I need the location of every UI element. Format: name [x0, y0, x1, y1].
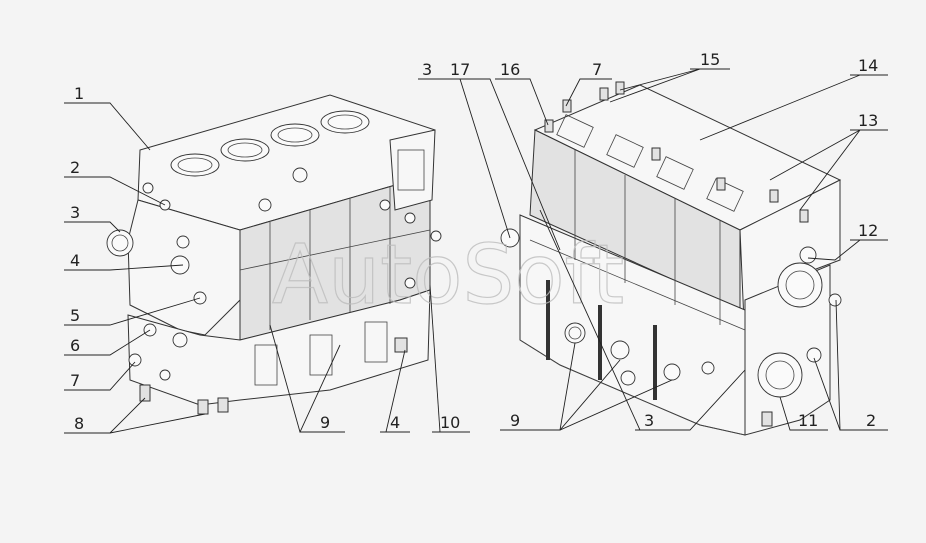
- callout-right-9: 9: [510, 411, 520, 430]
- callout-left-4: 4: [70, 251, 80, 270]
- right-leader-lines: [418, 68, 888, 431]
- callout-right-14: 14: [858, 56, 878, 75]
- callout-right-3b: 3: [644, 411, 654, 430]
- left-leader-lines: [64, 102, 470, 434]
- callout-left-3: 3: [70, 203, 80, 222]
- callout-right-15: 15: [700, 50, 720, 69]
- callout-numbers-left: 1 2 3 4 5 6 7 8 9 4 10: [70, 84, 460, 433]
- left-engine-block: [106, 94, 442, 415]
- callout-left-9: 9: [320, 413, 330, 432]
- right-engine-block: [500, 81, 842, 436]
- callout-right-11: 11: [798, 411, 818, 430]
- callout-left-7: 7: [70, 371, 80, 390]
- callout-left-8: 8: [74, 414, 84, 433]
- callout-left-5: 5: [70, 306, 80, 325]
- watermark-text: AutoSoft: [272, 228, 624, 323]
- callout-right-3: 3: [422, 60, 432, 79]
- callout-right-16: 16: [500, 60, 520, 79]
- callout-left-10: 10: [440, 413, 460, 432]
- callout-right-2: 2: [866, 411, 876, 430]
- callout-right-12: 12: [858, 221, 878, 240]
- callout-left-4b: 4: [390, 413, 400, 432]
- callout-right-7: 7: [592, 60, 602, 79]
- callout-right-13: 13: [858, 111, 878, 130]
- callout-left-2: 2: [70, 158, 80, 177]
- callout-left-6: 6: [70, 336, 80, 355]
- callout-right-17: 17: [450, 60, 470, 79]
- callout-left-1: 1: [74, 84, 84, 103]
- callout-numbers-right: 3 17 16 7 15 14 13 12 2 11 3 9: [422, 50, 878, 430]
